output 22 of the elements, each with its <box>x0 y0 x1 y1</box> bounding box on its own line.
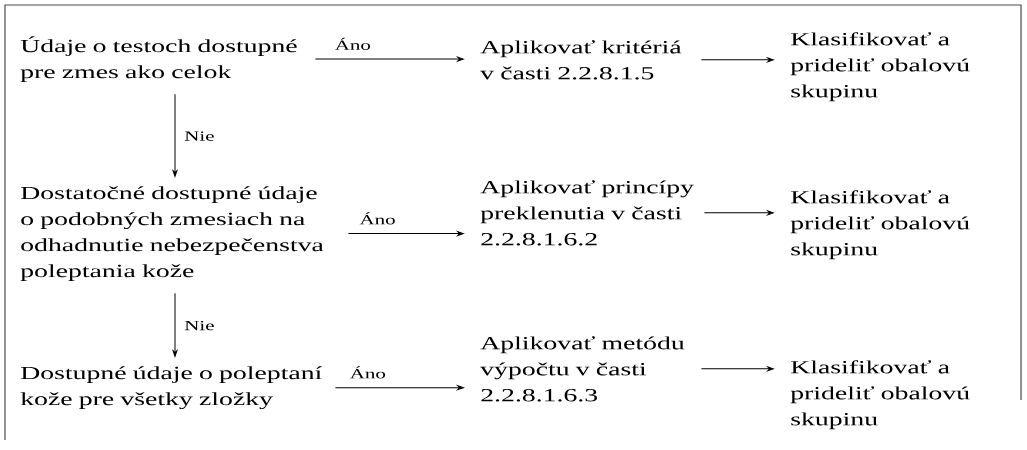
arrow <box>334 385 464 391</box>
edge-label: Áno <box>359 212 395 225</box>
action-text: Aplikovať metódu výpočtu v časti 2.2.8.1.6.3 <box>480 336 685 402</box>
condition-text: Dostupné údaje o poleptaní kože pre všetky zložky <box>20 366 322 410</box>
edge-label: Nie <box>184 131 214 141</box>
condition-text: Dostatočné dostupné údaje o podobných zmesiach na odhadnutie nebezpečenstva poleptania kože <box>20 186 324 281</box>
edge-label: Nie <box>184 320 214 331</box>
arrow <box>172 292 178 357</box>
condition-text: Údaje o testoch dostupné pre zmes ako celok <box>20 36 297 82</box>
arrow <box>700 57 774 63</box>
arrow <box>703 210 774 216</box>
action-text: Aplikovať princípy preklenutia v časti 2.2.8.1.6.2 <box>480 180 694 246</box>
edge-label: Áno <box>349 366 386 379</box>
arrow <box>700 366 774 372</box>
arrow <box>347 231 464 236</box>
arrow <box>314 56 464 62</box>
edge-label: Áno <box>334 37 371 50</box>
result-text: Klasifikovať a prideliť obalovú skupinu <box>790 32 970 102</box>
result-text: Klasifikovať a prideliť obalovú skupinu <box>790 360 970 430</box>
action-text: Aplikovať kritériá v časti 2.2.8.1.5 <box>480 40 682 80</box>
result-text: Klasifikovať a prideliť obalovú skupinu <box>790 190 970 260</box>
arrow <box>172 93 178 177</box>
